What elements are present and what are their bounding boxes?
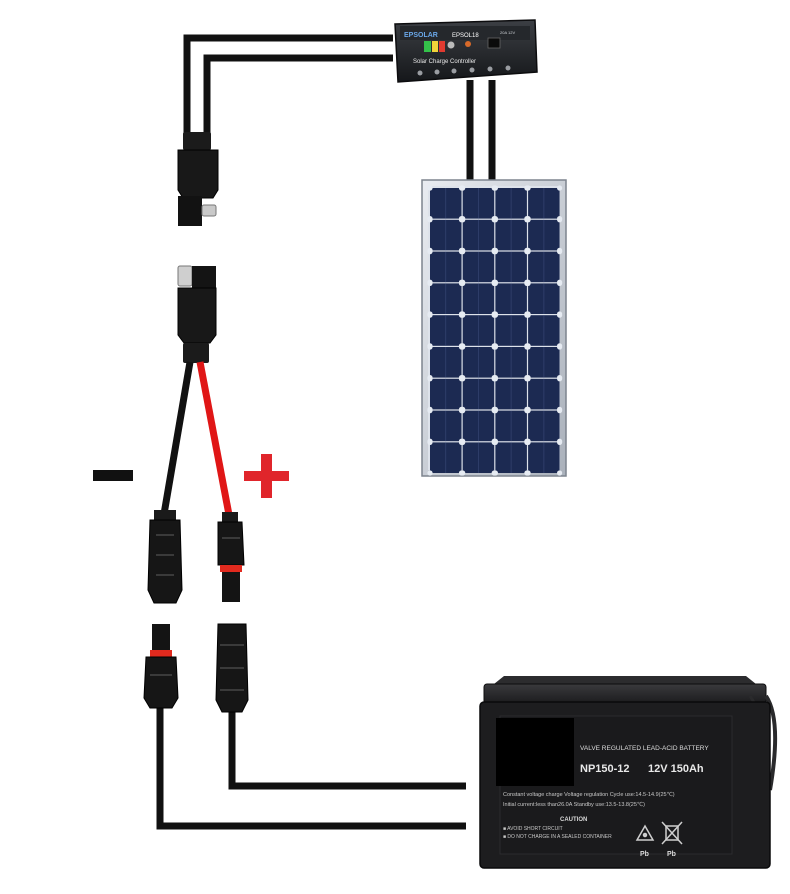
- battery: VALVE REGULATED LEAD-ACID BATTERY NP150-…: [479, 676, 778, 869]
- negative-wire: [159, 361, 194, 521]
- controller-to-sae-wires: [183, 34, 393, 150]
- pb-label-2: Pb: [667, 851, 676, 858]
- mc4-connector-positive-upper: [217, 512, 245, 602]
- battery-logo-block: [496, 718, 574, 786]
- battery-model: NP150-12: [580, 763, 630, 775]
- positive-sign-label: +: [244, 453, 245, 455]
- controller-model: EPSOL18: [452, 33, 479, 39]
- positive-sign: [244, 454, 289, 498]
- battery-status-led: [424, 41, 431, 52]
- battery-warning-1: ■ AVOID SHORT CIRCUIT: [503, 826, 563, 832]
- controller-rating: 20A 12V: [500, 30, 515, 35]
- crossed-bin-icon: [661, 821, 683, 845]
- fault-status-led: [439, 41, 445, 52]
- controller-button: [447, 41, 455, 49]
- controller-terminals: [417, 65, 511, 76]
- battery-current-line: Initial current:less than26.0A Standby u…: [503, 801, 645, 808]
- controller-caption: Solar Charge Controller: [413, 59, 476, 65]
- battery-rating: 12V 150Ah: [648, 763, 704, 775]
- solar-panel-cells: [427, 185, 563, 476]
- charge-controller: EPSOLAR EPSOL18 20A 12V Solar Charge Con…: [394, 19, 538, 83]
- controller-display: [487, 37, 501, 49]
- sae-connector-top: [177, 132, 219, 226]
- recycle-icon: [635, 824, 655, 841]
- connector-to-battery-wires: [156, 700, 466, 830]
- mc4-connector-negative-lower: [143, 624, 179, 709]
- sae-connector-bottom: [177, 265, 217, 363]
- mc4-connector-negative-upper: [147, 510, 183, 604]
- solar-panel: [421, 179, 567, 477]
- pb-label-1: Pb: [640, 851, 649, 858]
- battery-caution: CAUTION: [560, 817, 587, 823]
- negative-sign: [93, 470, 133, 481]
- battery-charge-line: Constant voltage charge Voltage regulati…: [503, 791, 675, 798]
- load-status-led: [432, 41, 438, 52]
- positive-wire: [196, 361, 234, 521]
- mc4-connector-positive-lower: [215, 623, 249, 713]
- controller-brand: EPSOLAR: [404, 32, 438, 39]
- battery-warning-2: ■ DO NOT CHARGE IN A SEALED CONTAINER: [503, 834, 612, 840]
- controller-to-panel-wires: [466, 80, 496, 182]
- battery-header: VALVE REGULATED LEAD-ACID BATTERY: [580, 745, 709, 752]
